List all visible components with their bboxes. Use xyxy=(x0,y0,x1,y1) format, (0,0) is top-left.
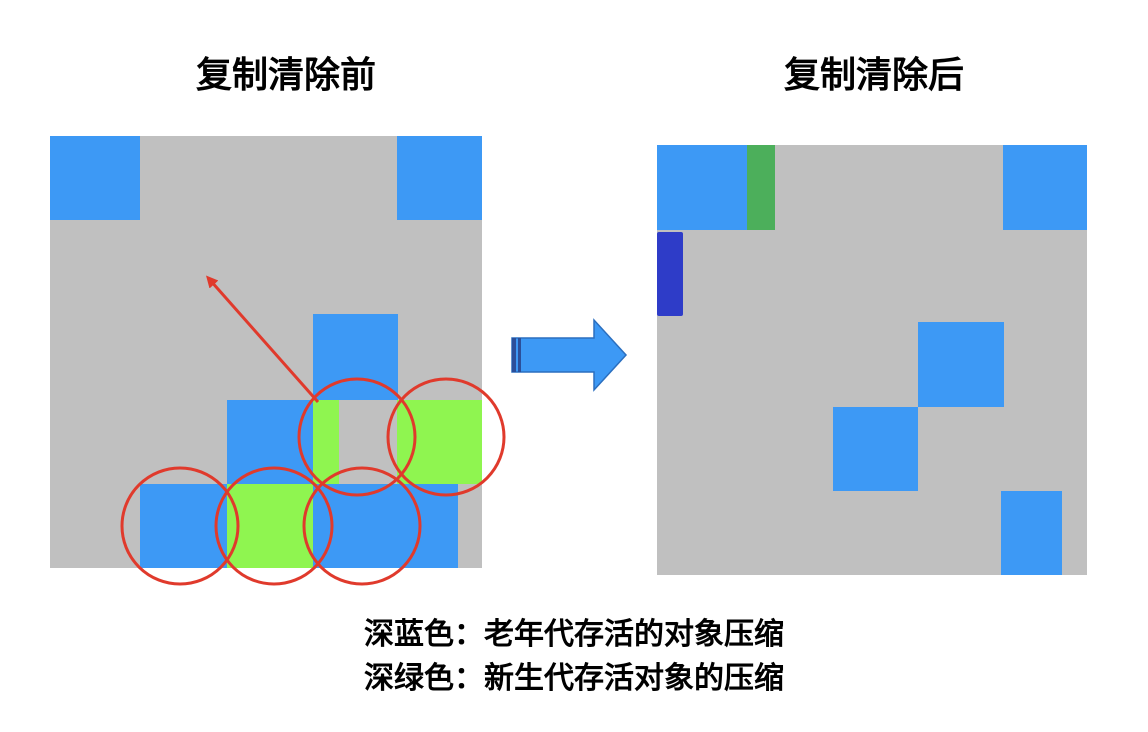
live-object-block xyxy=(1003,145,1087,230)
highlight-circle xyxy=(297,377,417,497)
transition-arrow xyxy=(511,318,628,392)
legend-dark-blue: 深蓝色：老年代存活的对象压缩 xyxy=(364,617,784,652)
live-object-block xyxy=(140,484,227,568)
live-object-block xyxy=(313,484,458,568)
live-object-block xyxy=(833,407,918,491)
compacted-young-block xyxy=(747,145,775,230)
live-object-block xyxy=(397,136,482,220)
highlight-circle xyxy=(302,466,422,586)
before-heap-panel xyxy=(50,136,506,586)
young-object-block xyxy=(227,484,313,568)
live-object-block xyxy=(50,136,140,220)
live-object-block xyxy=(657,145,747,230)
highlight-circle xyxy=(120,466,240,586)
young-object-block xyxy=(313,400,339,484)
legend-dark-green: 深绿色：新生代存活对象的压缩 xyxy=(364,661,784,696)
before-title: 复制清除前 xyxy=(196,55,377,96)
live-object-block xyxy=(918,322,1004,407)
live-object-block xyxy=(1001,491,1062,575)
highlight-circle xyxy=(386,377,506,497)
after-heap-panel xyxy=(657,145,1087,575)
compacted-old-block xyxy=(657,232,683,316)
highlight-circle xyxy=(214,466,334,586)
after-title: 复制清除后 xyxy=(784,55,965,96)
compaction-direction-arrow xyxy=(206,275,320,403)
